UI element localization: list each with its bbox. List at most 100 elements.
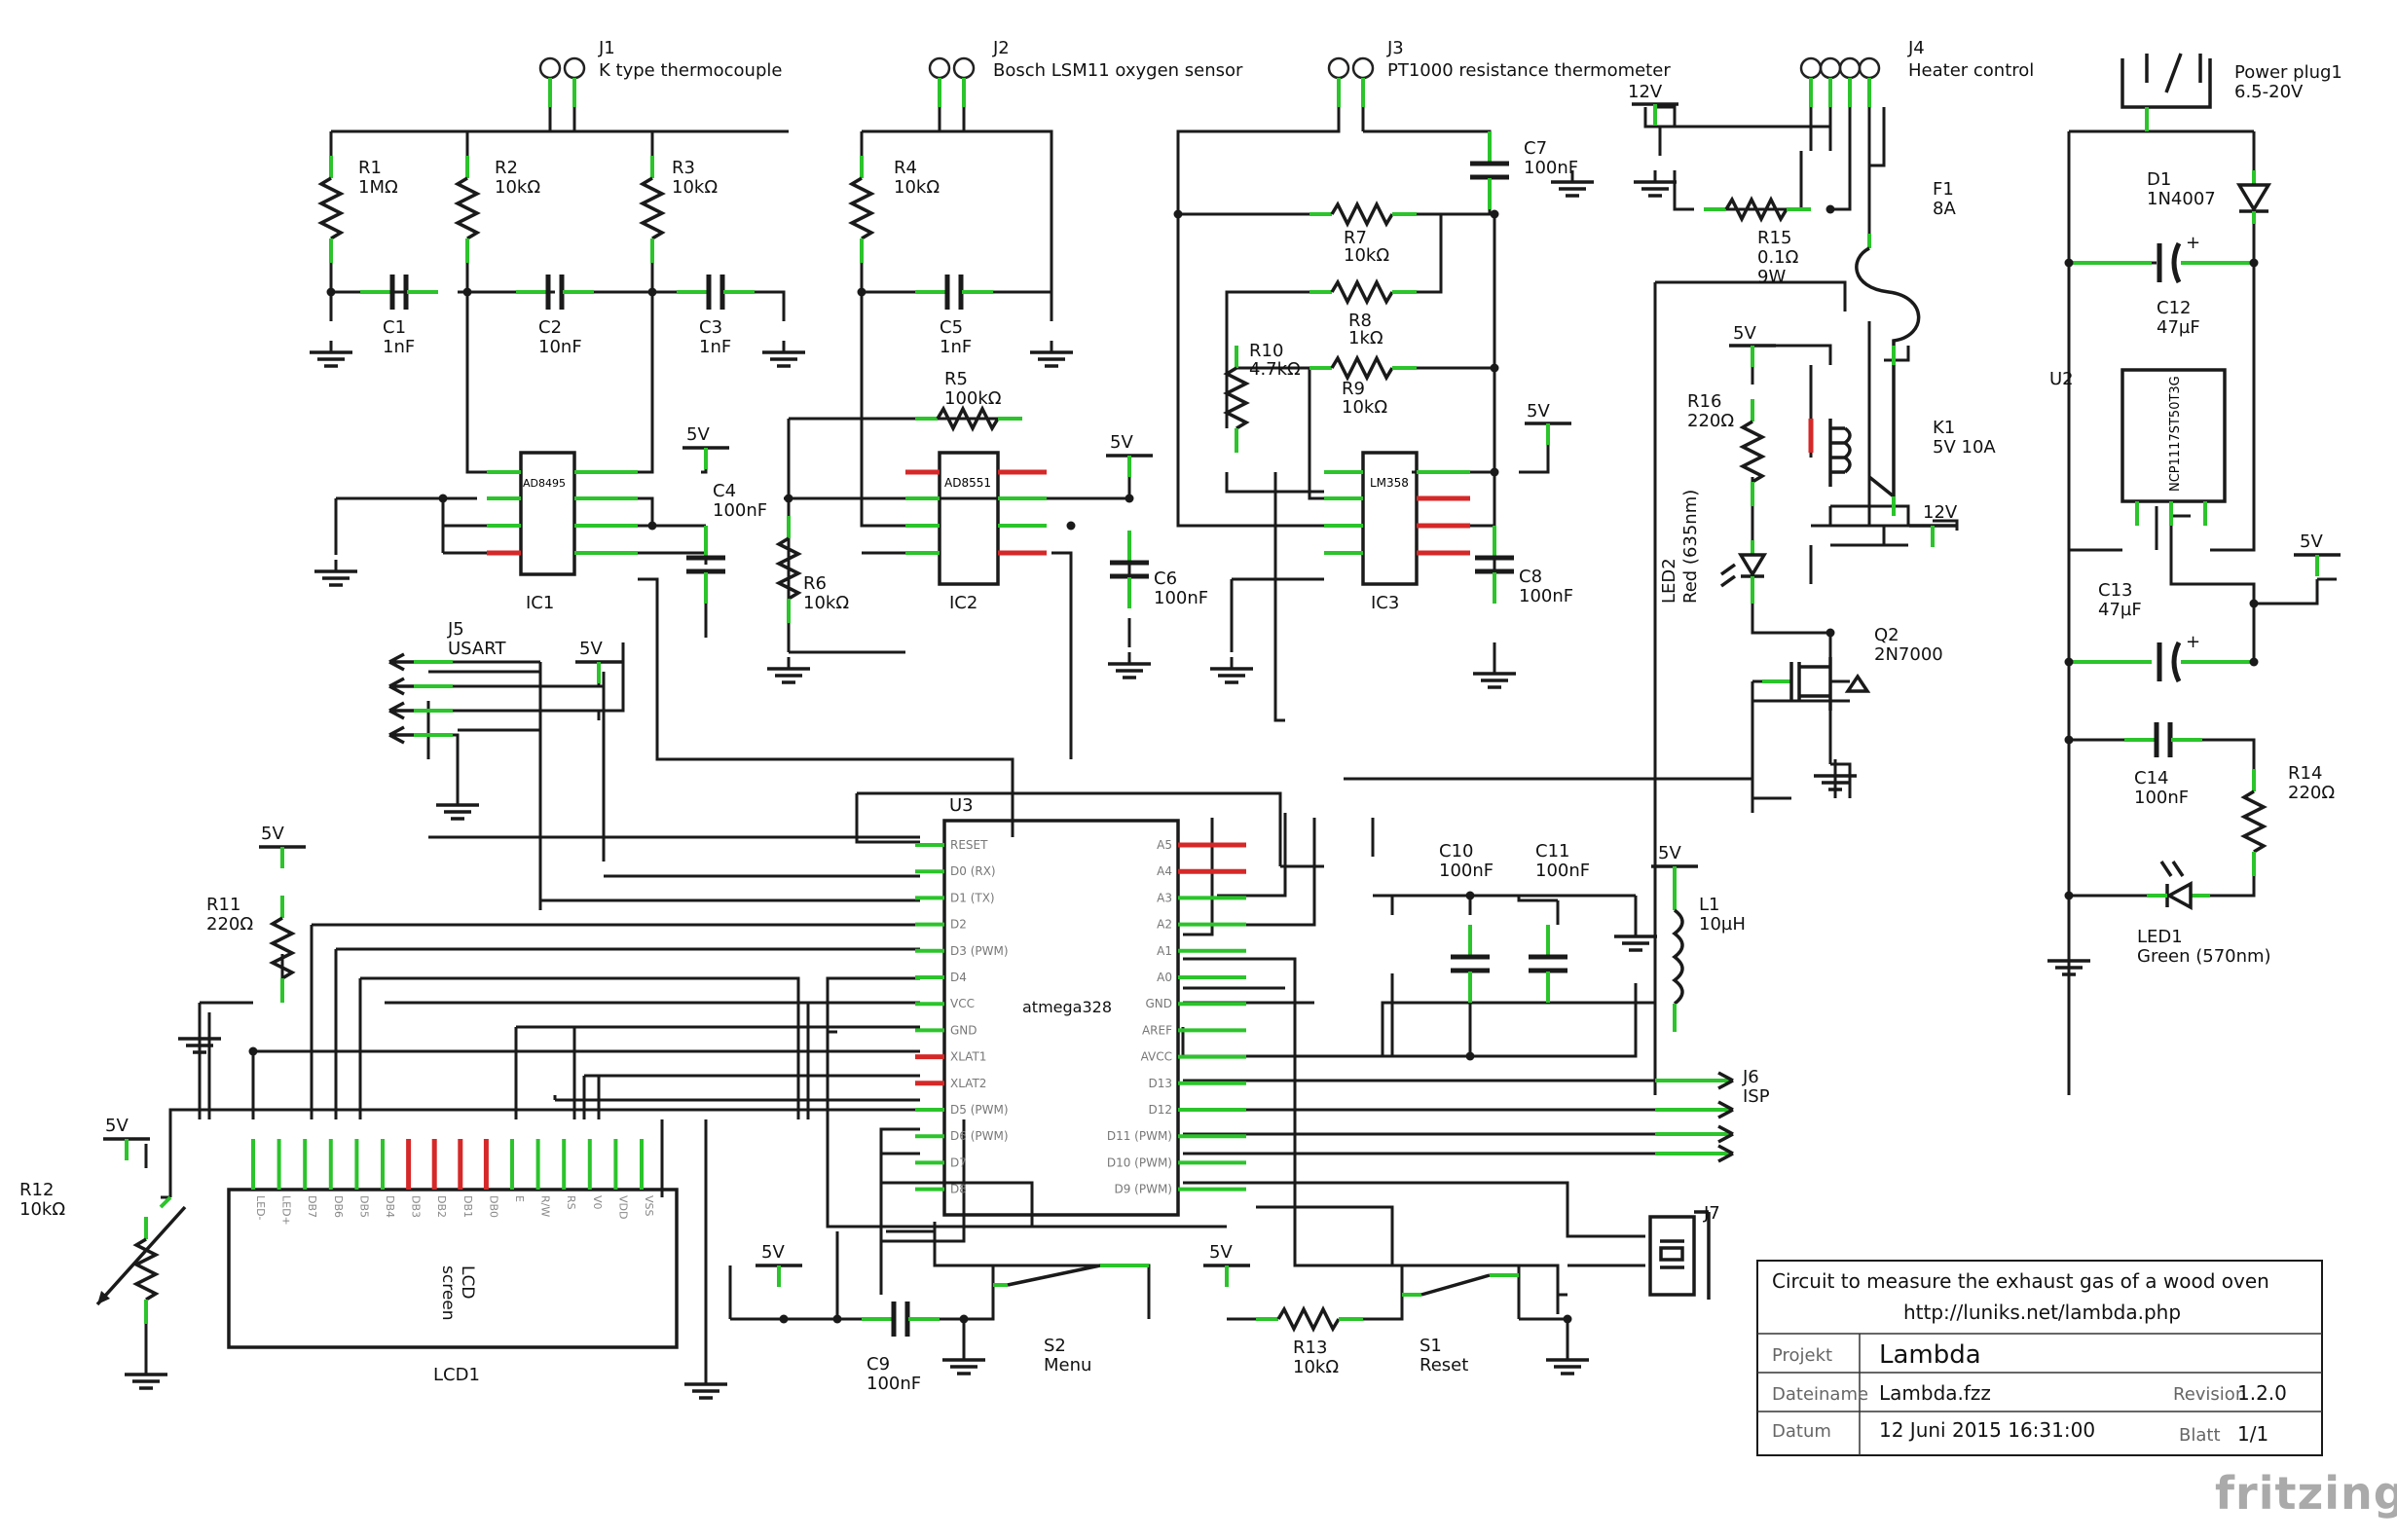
j3-value: PT1000 resistance thermometer bbox=[1387, 60, 1671, 81]
lcd1-value: LCD bbox=[458, 1265, 477, 1299]
j2-value: Bosch LSM11 oxygen sensor bbox=[993, 60, 1243, 81]
u3-pin-label-left: D4 bbox=[950, 971, 967, 984]
supply-5v-1: 5V bbox=[686, 424, 710, 445]
u3-pin-label-right: D13 bbox=[1148, 1077, 1172, 1090]
resistor-r1: R1 1MΩ bbox=[319, 154, 398, 265]
r9-ref: R9 bbox=[1342, 379, 1365, 399]
capacitor-c10: C10 100nF bbox=[1439, 841, 1494, 1003]
u3-pin-label-right: A3 bbox=[1157, 891, 1172, 904]
c9-value: 100nF bbox=[867, 1374, 921, 1394]
q2-ref: Q2 bbox=[1874, 625, 1899, 645]
resistor-r14: R14 220Ω bbox=[2242, 763, 2335, 878]
q2-value: 2N7000 bbox=[1874, 644, 1943, 665]
resistor-r16: R16 220Ω bbox=[1687, 391, 1764, 508]
connector-j6: J6 ISP bbox=[1655, 1067, 1770, 1163]
ic1-value: AD8495 bbox=[523, 477, 566, 490]
lcd1-ref: LCD1 bbox=[433, 1365, 480, 1385]
title-date: 12 Juni 2015 16:31:00 bbox=[1879, 1418, 2095, 1442]
resistor-r2: R2 10kΩ bbox=[456, 154, 540, 265]
title-project-label: Projekt bbox=[1772, 1345, 1832, 1366]
ic3-value: LM358 bbox=[1370, 476, 1409, 490]
s1-ref: S1 bbox=[1420, 1336, 1442, 1356]
lcd-pin-label: VSS bbox=[643, 1195, 655, 1217]
c4-value: 100nF bbox=[713, 500, 767, 521]
lcd-pin-label: VDD bbox=[616, 1195, 629, 1219]
c11-ref: C11 bbox=[1535, 841, 1569, 862]
d1-ref: D1 bbox=[2147, 169, 2171, 190]
lcd-pin-label: E bbox=[513, 1195, 526, 1202]
lcd-pin-label: DB7 bbox=[306, 1195, 318, 1218]
title-date-label: Datum bbox=[1772, 1421, 1831, 1442]
ic-ic3: LM358 IC3 bbox=[1324, 451, 1470, 613]
lcd-pin-label: R/W bbox=[539, 1195, 552, 1217]
u3-pin-label-right: AREF bbox=[1142, 1023, 1172, 1037]
r2-ref: R2 bbox=[495, 158, 518, 178]
ic1-ref: IC1 bbox=[526, 593, 554, 613]
s2-ref: S2 bbox=[1044, 1336, 1066, 1356]
r10-value: 4.7kΩ bbox=[1249, 359, 1301, 380]
c6-value: 100nF bbox=[1154, 588, 1208, 608]
supply-12v-b-label: 12V bbox=[1923, 502, 1958, 523]
u3-value: atmega328 bbox=[1022, 998, 1112, 1016]
lcd-pin-label: DB1 bbox=[461, 1195, 474, 1218]
led-led2: LED2 Red (635nm) bbox=[1659, 490, 1768, 604]
c14-ref: C14 bbox=[2134, 768, 2168, 788]
u2-ref: U2 bbox=[2049, 369, 2074, 389]
supply-5v-4: 5V bbox=[1733, 323, 1756, 344]
c4-ref: C4 bbox=[713, 481, 736, 501]
supply-12v-a-label: 12V bbox=[1628, 82, 1663, 102]
r5-value: 100kΩ bbox=[944, 388, 1002, 409]
lcd-pin-label: DB3 bbox=[410, 1195, 423, 1218]
capacitor-c5: C5 1nF bbox=[915, 275, 993, 357]
c11-value: 100nF bbox=[1535, 861, 1590, 881]
f1-value: 8A bbox=[1933, 199, 1956, 219]
u3-pin-label-left: GND bbox=[950, 1023, 977, 1037]
r1-ref: R1 bbox=[358, 158, 382, 178]
r7-value: 10kΩ bbox=[1344, 245, 1389, 266]
u3-pin-label-left: RESET bbox=[950, 838, 988, 852]
supply-5v-10: 5V bbox=[761, 1242, 785, 1263]
led-led1: LED1 Green (570nm) bbox=[2137, 861, 2271, 967]
resistor-r6: R6 10kΩ bbox=[777, 514, 849, 625]
capacitor-c7: C7 100nF bbox=[1470, 131, 1578, 209]
switch-s2: S2 Menu bbox=[993, 1264, 1149, 1375]
r2-value: 10kΩ bbox=[495, 177, 540, 198]
capacitor-c2: C2 10nF bbox=[516, 275, 594, 357]
r1-value: 1MΩ bbox=[358, 177, 398, 198]
u3-pin-label-right: D9 (PWM) bbox=[1114, 1183, 1172, 1196]
lcd-pin-label: DB4 bbox=[384, 1195, 396, 1218]
lcd-pin-label: DB2 bbox=[435, 1195, 448, 1218]
fuse-f1: F1 8A bbox=[1855, 179, 1956, 365]
supply-5v-9: 5V bbox=[105, 1116, 129, 1136]
r14-value: 220Ω bbox=[2288, 783, 2335, 803]
c3-ref: C3 bbox=[699, 317, 722, 338]
u3-pin-label-left: XLAT2 bbox=[950, 1077, 986, 1090]
lcd-pin-label: DB0 bbox=[487, 1195, 499, 1218]
u3-pin-label-right: A0 bbox=[1157, 971, 1172, 984]
u3-pin-label-right: AVCC bbox=[1141, 1050, 1172, 1064]
diode-d1: D1 1N4007 bbox=[2147, 169, 2272, 224]
u3-pin-label-left: D6 (PWM) bbox=[950, 1129, 1009, 1143]
connector-j3: J3 PT1000 resistance thermometer bbox=[1327, 38, 1671, 107]
j6-ref: J6 bbox=[1742, 1067, 1759, 1087]
power-plug: Power plug1 6.5-20V bbox=[2120, 53, 2342, 131]
capacitor-c14: C14 100nF bbox=[2124, 722, 2202, 808]
lcd-pin-label: DB6 bbox=[332, 1195, 345, 1218]
r15-value: 0.1Ω bbox=[1757, 247, 1799, 268]
supply-5v-symbols: 5V 5V 5V 5V 5V 5V 5V 5V 5V 5V 5V bbox=[101, 323, 2342, 1289]
capacitor-c12: + C12 47µF bbox=[2069, 233, 2254, 338]
resistor-r7: R7 10kΩ bbox=[1308, 202, 1419, 266]
title-sheet-label: Blatt bbox=[2179, 1425, 2221, 1446]
c7-ref: C7 bbox=[1524, 138, 1547, 159]
lcd-pin-label: DB5 bbox=[357, 1195, 370, 1218]
j6-value: ISP bbox=[1743, 1086, 1770, 1107]
resistor-r13: R13 10kΩ bbox=[1254, 1307, 1365, 1377]
supply-12v-b: 12V bbox=[1907, 502, 1958, 549]
resistor-r15: R15 0.1Ω 9W bbox=[1702, 198, 1813, 287]
supply-12v-a: 12V bbox=[1628, 82, 1680, 128]
potentiometer-r12: R12 10kΩ bbox=[19, 1180, 187, 1326]
u3-pin-label-left: D7 bbox=[950, 1155, 967, 1169]
k1-value: 5V 10A bbox=[1933, 437, 1996, 458]
r4-value: 10kΩ bbox=[894, 177, 940, 198]
